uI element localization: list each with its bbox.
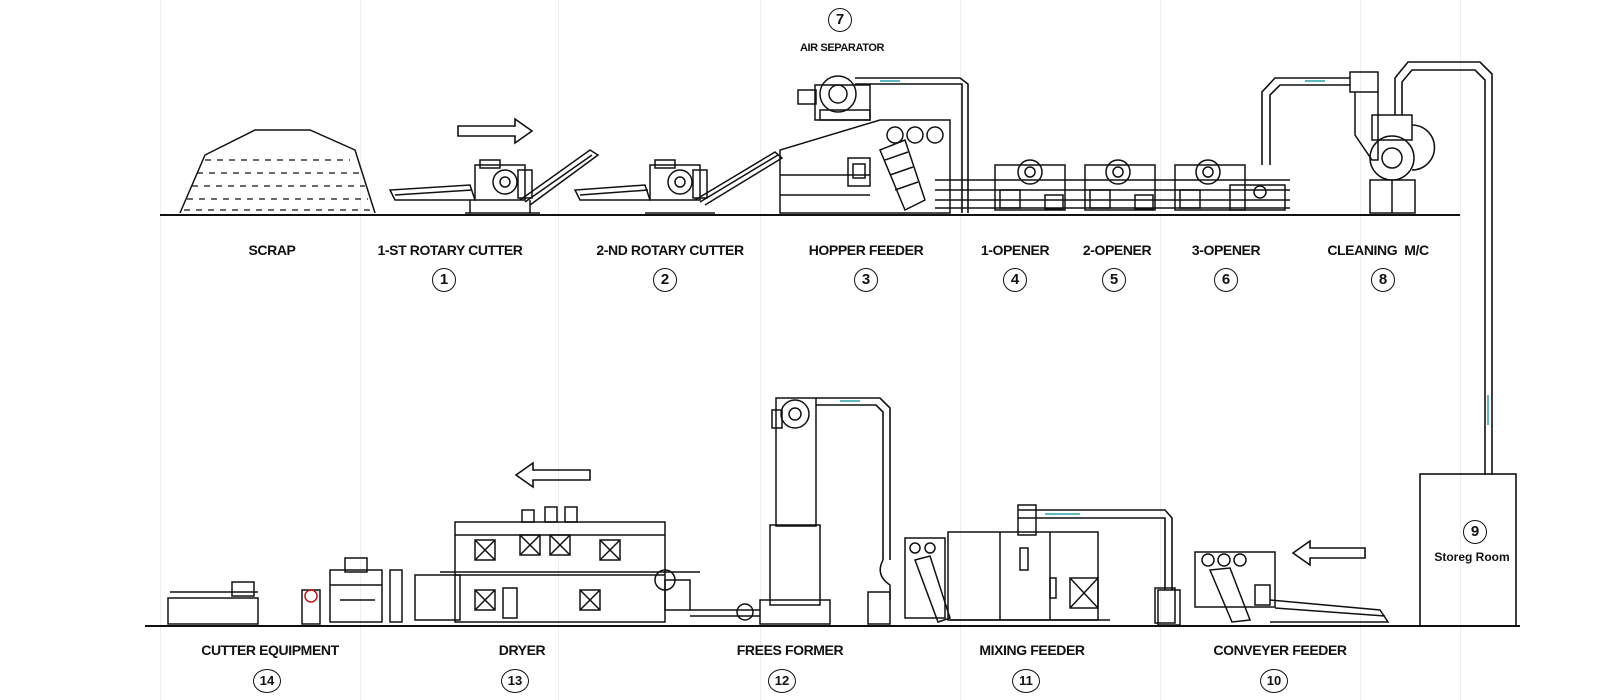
badge-14: 14 xyxy=(253,669,281,693)
label-mixing-feeder: MIXING FEEDER xyxy=(979,642,1085,658)
label-dryer: DRYER xyxy=(498,642,546,658)
label-air-separator: AIR SEPARATOR xyxy=(799,42,885,54)
hopper-feeder-machine xyxy=(779,119,951,214)
label-cleaning-mc: CLEANING M/C xyxy=(1327,242,1429,258)
badge-2: 2 xyxy=(653,268,677,292)
frees-former-machine xyxy=(690,397,891,625)
conveyer-feeder-machine xyxy=(1157,551,1390,626)
air-separator-machine xyxy=(797,75,969,213)
badge-5: 5 xyxy=(1102,268,1126,292)
badge-10: 10 xyxy=(1260,669,1288,693)
flow-arrow-right xyxy=(457,117,534,145)
dryer-machine xyxy=(414,506,700,623)
badge-13: 13 xyxy=(501,669,529,693)
label-conveyer-feeder: CONVEYER FEEDER xyxy=(1213,642,1347,658)
cutter-equipment-machine xyxy=(167,557,403,625)
cleaning-duct xyxy=(1261,77,1350,165)
rotary-cutter-1-machine xyxy=(388,149,600,214)
mixing-feeder-machine xyxy=(904,504,1176,624)
badge-4: 4 xyxy=(1003,268,1027,292)
cleaning-machine xyxy=(1349,61,1493,475)
label-frees-former: FREES FORMER xyxy=(736,642,844,658)
opener-3-machine xyxy=(1174,159,1286,211)
scrap-pile xyxy=(179,129,376,214)
grid-line xyxy=(960,0,961,700)
label-cutter-equipment: CUTTER EQUIPMENT xyxy=(201,642,339,658)
label-opener-3: 3-OPENER xyxy=(1191,242,1261,258)
badge-8: 8 xyxy=(1371,268,1395,292)
opener-1-machine xyxy=(994,159,1066,211)
badge-1: 1 xyxy=(432,268,456,292)
badge-9: 9 xyxy=(1463,520,1487,544)
flow-arrow-left-2 xyxy=(1291,539,1366,567)
flow-arrow-left-1 xyxy=(514,461,591,489)
badge-3: 3 xyxy=(854,268,878,292)
grid-line xyxy=(160,0,161,700)
opener-2-machine xyxy=(1084,159,1156,211)
grid-line xyxy=(1160,0,1161,700)
label-rotary-cutter-2: 2-ND ROTARY CUTTER xyxy=(596,242,744,258)
grid-line xyxy=(1460,0,1461,700)
rotary-cutter-2-machine xyxy=(573,151,784,214)
label-storage-room: Storeg Room xyxy=(1434,550,1510,564)
label-scrap: SCRAP xyxy=(248,242,296,258)
badge-11: 11 xyxy=(1012,669,1040,693)
grid-line xyxy=(558,0,559,700)
label-rotary-cutter-1: 1-ST ROTARY CUTTER xyxy=(377,242,523,258)
grid-line xyxy=(360,0,361,700)
label-opener-1: 1-OPENER xyxy=(980,242,1050,258)
label-hopper-feeder: HOPPER FEEDER xyxy=(808,242,924,258)
badge-6: 6 xyxy=(1214,268,1238,292)
badge-7: 7 xyxy=(828,8,852,32)
grid-line xyxy=(760,0,761,700)
badge-12: 12 xyxy=(768,669,796,693)
grid-line xyxy=(1360,0,1361,700)
opener-conveyor xyxy=(935,179,1290,209)
label-opener-2: 2-OPENER xyxy=(1082,242,1152,258)
